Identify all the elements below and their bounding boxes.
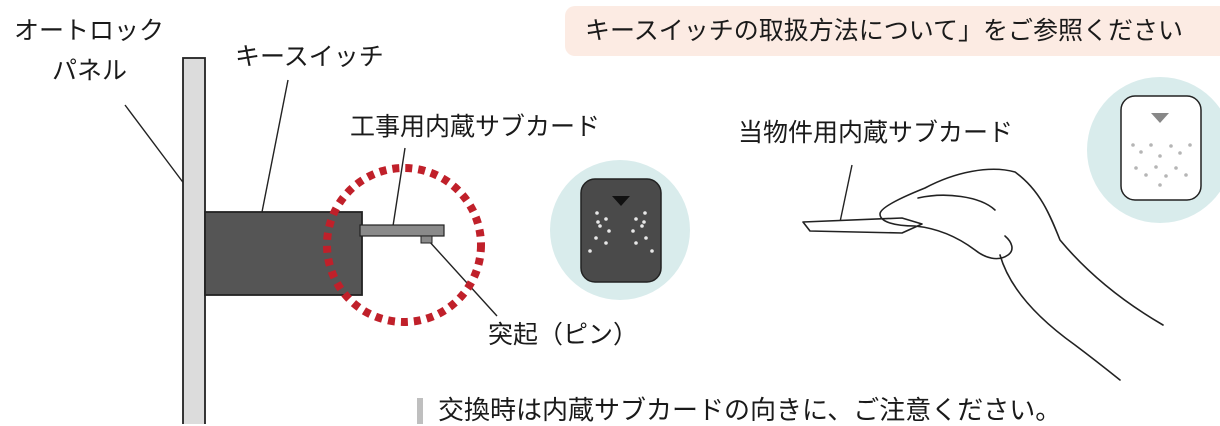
construction-card-arrow-icon — [612, 196, 630, 206]
note-marker-bar — [417, 398, 423, 424]
key-switch-body — [204, 211, 363, 296]
panel-label-line2: パネル — [52, 56, 128, 85]
property-card-dot-pattern — [1131, 143, 1192, 187]
panel-label-line1: オートロック — [14, 16, 165, 45]
note-text: 交換時は内蔵サブカードの向きに、ご注意ください。 — [438, 396, 1062, 426]
highlight-ring — [323, 164, 485, 326]
held-card-outline — [802, 217, 923, 234]
property-card-arrow-icon — [1151, 113, 1169, 123]
construction-card-dot-pattern — [588, 211, 654, 253]
property-card-icon — [1120, 95, 1202, 201]
protrusion-label: 突起（ピン） — [488, 320, 639, 349]
panel-leader-line — [124, 104, 186, 186]
hand-holding-card-illustration — [802, 168, 1164, 381]
hand-lower-outline — [999, 254, 1121, 381]
inserted-sub-card — [359, 224, 445, 237]
banner-text: キースイッチの取扱方法について」をご参照ください — [585, 16, 1184, 45]
protrusion-leader-line — [427, 239, 498, 317]
construction-card-icon — [580, 178, 662, 283]
card-pin — [420, 235, 433, 244]
property-card-label: 当物件用内蔵サブカード — [738, 118, 1014, 147]
construction-card-label: 工事用内蔵サブカード — [350, 112, 601, 141]
construction-card-leader-line — [392, 147, 406, 227]
autolock-panel — [182, 57, 206, 424]
key-switch-label: キースイッチ — [235, 42, 384, 71]
key-switch-leader-line — [261, 79, 289, 213]
hand-outline — [879, 168, 1164, 326]
property-card-leader-line — [839, 164, 853, 223]
thumb-fold — [917, 194, 996, 211]
reference-banner: キースイッチの取扱方法について」をご参照ください — [565, 6, 1220, 56]
